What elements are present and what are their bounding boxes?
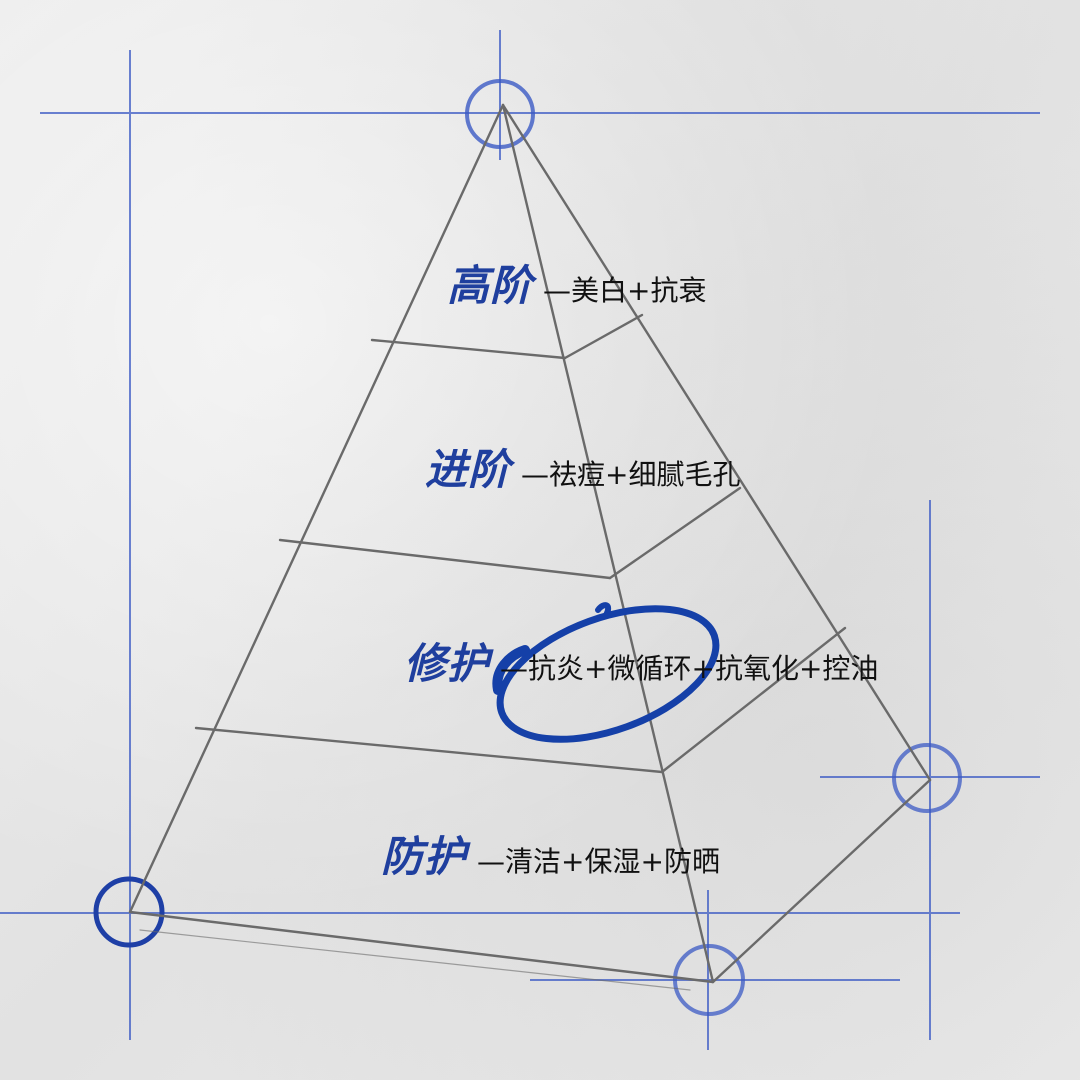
right-vertex-circle [892, 743, 962, 813]
tier-name: 修护 [404, 639, 491, 688]
tier-name: 防护 [381, 832, 468, 881]
edge-base-right [711, 778, 932, 984]
apex-circle [465, 79, 535, 149]
tier-label-top: 高阶 —美白+抗衰 [447, 252, 706, 313]
edge-center [501, 103, 715, 984]
tier-line-2-front [278, 538, 612, 580]
tier-name: 高阶 [447, 261, 534, 310]
tier-name: 进阶 [425, 445, 512, 494]
edge-right [501, 103, 932, 782]
tier-label-protection: 防护 —清洁+保湿+防晒 [381, 823, 720, 884]
tier-description: —清洁+保湿+防晒 [477, 845, 720, 878]
left-vertex-circle [93, 876, 165, 948]
tier-line-3-front [194, 726, 664, 774]
bottom-vertex-circle [673, 944, 745, 1016]
highlight-ellipse [492, 602, 720, 743]
tier-description: —抗炎+微循环+抗氧化+控油 [500, 652, 879, 685]
tier-label-repair: 修护 —抗炎+微循环+抗氧化+控油 [404, 630, 878, 691]
tier-description: —祛痘+细腻毛孔 [521, 458, 741, 491]
tier-label-advanced: 进阶 —祛痘+细腻毛孔 [425, 436, 740, 497]
tier-line-1-front [370, 338, 567, 360]
tier-line-1-back [563, 313, 644, 360]
tier-line-2-back [608, 486, 742, 580]
edge-left [128, 103, 505, 914]
edge-base-front [128, 910, 715, 984]
tier-description: —美白+抗衰 [543, 274, 707, 307]
tier-line-3-back [660, 626, 847, 774]
